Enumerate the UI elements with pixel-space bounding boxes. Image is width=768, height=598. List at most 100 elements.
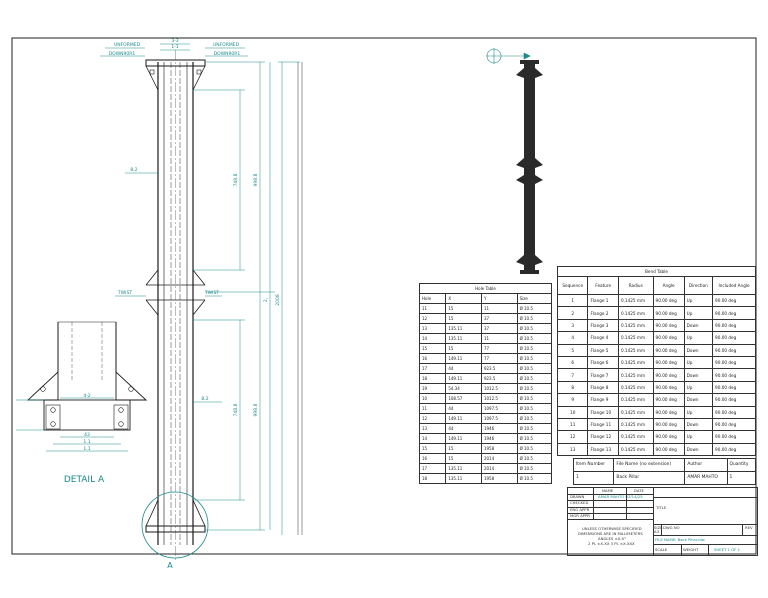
bend-cell: 90.00 deg [652,293,685,308]
parts-cell: 1 [572,471,615,485]
bend-cell: Flange 7 [587,368,619,382]
hole-table-title: Hole Table [419,283,552,294]
hole-cell: Ø 10.5 [516,473,553,484]
bend-cell: Down [683,368,714,382]
tb-file-name: FILE NAME: Back Pillar.idw [655,537,705,542]
hole-cell: 12 [418,313,447,324]
right-dimension: 998.8 [253,173,259,186]
hole-cell: Ø 10.5 [516,373,553,384]
bend-cell: Up [683,405,714,419]
bend-cell: 6 [556,355,589,370]
hole-header-cell: X [445,293,482,304]
bend-cell: 5 [556,343,589,357]
bend-cell: 7 [556,368,589,382]
hole-cell: 2014 [480,453,518,464]
bend-header-cell: Angle [652,276,685,295]
hole-cell: Ø 10.5 [516,393,553,404]
bend-cell: 10 [556,405,589,419]
bend-cell: 1 [556,293,589,308]
bend-cell: Down [683,417,714,432]
tb-note-3: ANGLES ±X.X° [598,536,627,541]
tb-note-1: UNLESS OTHERWISE SPECIFIED [582,526,642,531]
hole-cell: 135.11 [445,333,482,344]
sheet-border [11,37,757,555]
bend-cell: 0.1425 mm [617,343,654,357]
bend-cell: 90.00 deg [652,306,685,320]
detail-dimension: 1.1 [83,446,90,452]
bend-cell: Flange 12 [587,430,619,444]
hole-cell: 12 [418,413,447,424]
hole-cell: 1012.5 [480,383,518,394]
bend-cell: 90.00 deg [652,343,685,357]
hole-cell: Ø 10.5 [516,413,553,424]
tb-drawn-by: AMAR MAHTO 02/14/25 [598,494,643,500]
right-dimension: 998.8 [253,403,259,416]
hole-cell: Ø 10.5 [516,403,553,414]
tb-row-eng-appr: ENG APPR [570,506,590,512]
bend-cell: 0.1425 mm [617,355,654,370]
hole-cell: 18 [418,473,447,484]
hole-cell: Ø 10.5 [516,313,553,324]
tb-date-head: DATE [634,488,644,493]
hole-cell: 15 [445,343,482,354]
hole-cell: 1097.5 [480,403,518,414]
hole-cell: 1012.5 [480,393,518,404]
parts-cell: Back Pillar [613,471,686,485]
tb-sheet-label: SHEET 1 OF 1 [714,547,741,552]
bend-cell: 90.00 deg [652,380,685,395]
parts-cell: AMAR MAHTO [684,471,728,485]
bend-cell: 90.00 deg [652,430,685,444]
hole-cell: 44 [445,403,482,414]
hole-cell: 923.5 [480,373,518,384]
bend-cell: 90.00 deg [712,318,756,333]
bend-cell: 2 [556,306,589,320]
bend-cell: 90.00 deg [652,355,685,370]
hole-cell: 135.11 [445,473,482,484]
hole-cell: Ø 10.5 [516,383,553,394]
hole-cell: 1958 [480,443,518,454]
bend-cell: 90.00 deg [712,293,756,308]
hole-cell: 77 [480,353,518,364]
hole-header-cell: Hole [418,293,447,304]
bend-cell: Flange 9 [587,393,619,407]
detail-a-label: DETAIL A [64,475,105,485]
bend-cell: Flange 10 [587,405,619,419]
flange-note: DOWN90R1 [214,51,241,57]
hole-cell: Ø 10.5 [516,423,553,434]
tb-note-4: 2 PL ±X.XX 3 PL ±X.XXX [588,541,635,546]
tb-size-label: SIZE [654,525,663,530]
bend-cell: 0.1425 mm [617,417,654,432]
bend-cell: 90.00 deg [712,430,756,444]
twist-note: TWIST [117,290,132,296]
detail-a-view [26,321,148,431]
hole-cell: 11 [480,303,518,314]
hole-cell: Ø 10.5 [516,363,553,374]
bend-cell: 90.00 deg [712,405,756,419]
bend-cell: 11 [556,417,589,432]
tb-weight-label: WEIGHT [683,547,699,552]
bend-header-cell: Feature [587,276,619,295]
hole-cell: 11 [418,303,447,314]
hole-cell: 135.11 [445,463,482,474]
right-dimension: 748.8 [233,173,239,186]
bend-table-title: Bend Table [557,266,756,277]
hole-cell: 14 [418,433,447,444]
hole-cell: 1097.5 [480,413,518,424]
hole-cell: 149.11 [445,373,482,384]
bend-cell: Down [683,318,714,333]
